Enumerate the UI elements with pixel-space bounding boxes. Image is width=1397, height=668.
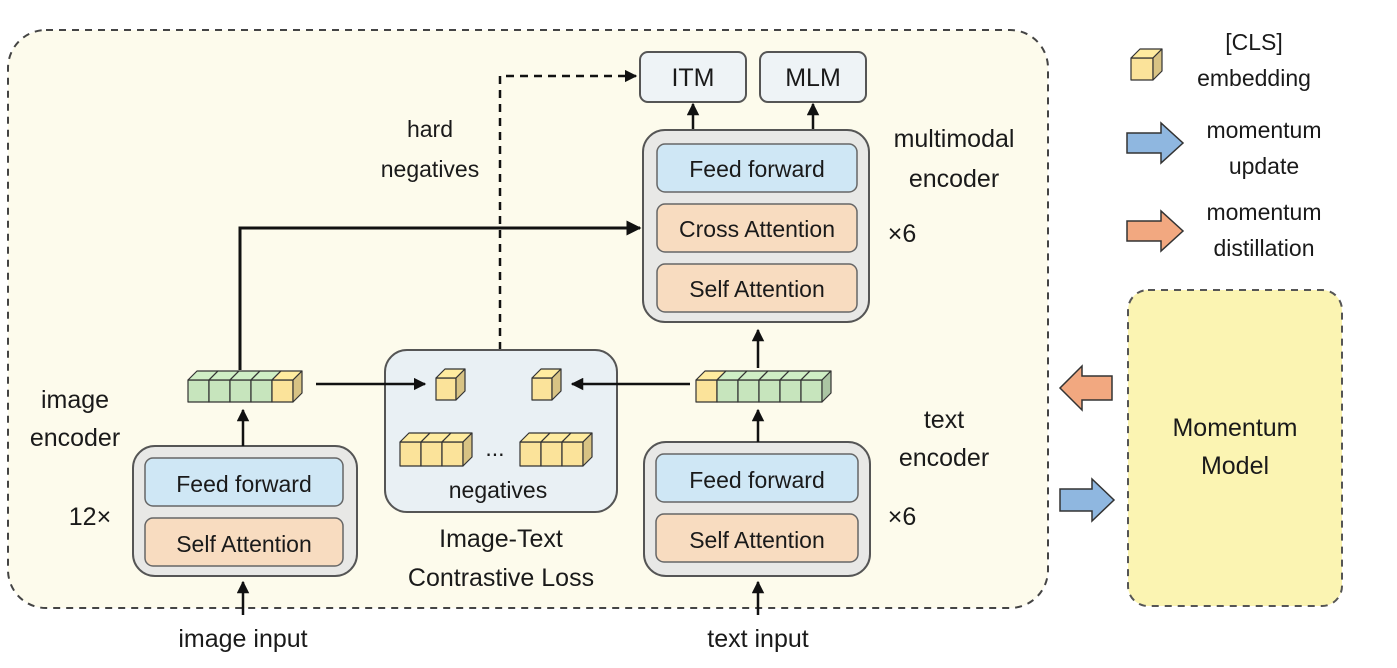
cube-front: [561, 441, 584, 467]
cube-front: [540, 441, 563, 467]
cube-front: [208, 379, 231, 403]
text-embedding-cubes: [695, 370, 832, 403]
negatives-label: negatives: [449, 477, 547, 503]
cube-front: [399, 441, 422, 467]
legend-momentum-update-line1: momentum: [1206, 117, 1321, 143]
momentum-model-line1: Momentum: [1172, 414, 1297, 442]
momentum-update-arrow: [1059, 477, 1116, 523]
contrastive-text-cls-cube: [531, 368, 562, 401]
cube-front: [229, 379, 252, 403]
image-encoder-label1: image: [41, 386, 109, 414]
text-self-attention-box: [655, 513, 859, 563]
cube-front: [420, 441, 443, 467]
itm-label: ITM: [671, 64, 714, 92]
text-encoder-label2: encoder: [899, 444, 989, 472]
multimodal-encoder-label2: encoder: [909, 165, 999, 193]
cube-front: [441, 441, 464, 467]
cube-side: [292, 370, 303, 403]
cube-front: [716, 379, 739, 403]
legend-momentum-update-arrow: [1126, 121, 1185, 165]
cube-front: [250, 379, 273, 403]
hard-negatives-line2: negatives: [381, 156, 479, 182]
legend-cls-cube-icon: [1130, 48, 1163, 81]
cube-front: [271, 379, 294, 403]
cube-front: [187, 379, 210, 403]
image-input-label: image input: [178, 625, 307, 653]
legend-cls-line1: [CLS]: [1225, 29, 1283, 55]
contrastive-ellipsis: ...: [485, 435, 504, 461]
momentum-model-box: [1127, 289, 1343, 607]
image-encoder-repeat: 12×: [69, 503, 111, 531]
momentum-model-line2: Model: [1201, 452, 1269, 480]
mlm-label: MLM: [785, 64, 841, 92]
mm-feed-forward-box: [656, 143, 858, 193]
text-encoder-repeat: ×6: [888, 503, 917, 531]
cube-side: [551, 368, 562, 401]
image-self-attention-box: [144, 517, 344, 567]
legend-cls-line2: embedding: [1197, 65, 1311, 91]
legend-momentum-distillation-line1: momentum: [1206, 199, 1321, 225]
mm-feed-forward-label: Feed forward: [689, 156, 825, 182]
legend-momentum-distillation-line2: distillation: [1214, 235, 1315, 261]
image-feed-forward-box: [144, 457, 344, 507]
cube-front: [435, 377, 457, 401]
contrastive-caption1: Image-Text: [439, 525, 563, 553]
contrastive-caption2: Contrastive Loss: [408, 564, 594, 592]
mm-cross-attention-box: [656, 203, 858, 253]
cube-front: [695, 379, 718, 403]
multimodal-encoder-repeat: ×6: [888, 220, 917, 248]
legend-momentum-distillation-arrow: [1126, 209, 1185, 253]
cube-front: [779, 379, 802, 403]
image-self-attention-label: Self Attention: [176, 531, 312, 557]
hard-negatives-line1: hard: [407, 116, 453, 142]
legend-momentum-update-line2: update: [1229, 153, 1299, 179]
text-self-attention-label: Self Attention: [689, 527, 825, 553]
image-to-cross-attention-arrow: [238, 220, 642, 370]
cube-front: [758, 379, 781, 403]
mm-self-attention-box: [656, 263, 858, 313]
itm-box: [639, 51, 747, 103]
multimodal-encoder-label1: multimodal: [894, 125, 1015, 153]
cube-front: [737, 379, 760, 403]
cube-side: [1152, 48, 1163, 81]
text-feed-forward-label: Feed forward: [689, 467, 825, 493]
image-feed-forward-label: Feed forward: [176, 471, 312, 497]
text-feed-forward-box: [655, 453, 859, 503]
text-input-label: text input: [707, 625, 809, 653]
mm-cross-attention-label: Cross Attention: [679, 216, 835, 242]
text-encoder-label1: text: [924, 406, 964, 434]
momentum-distillation-arrow: [1058, 364, 1113, 412]
cube-front: [531, 377, 553, 401]
negatives-cubes-left: [399, 432, 473, 467]
cube-side: [582, 432, 593, 467]
image-embedding-cubes: [187, 370, 303, 403]
cube-front: [800, 379, 823, 403]
cube-side: [455, 368, 466, 401]
image-encoder-label2: encoder: [30, 424, 120, 452]
negatives-cubes-right: [519, 432, 593, 467]
contrastive-image-cls-cube: [435, 368, 466, 401]
hard-negatives-arrow: [498, 69, 638, 350]
cube-front: [1130, 57, 1154, 81]
cube-side: [821, 370, 832, 403]
cube-side: [462, 432, 473, 467]
mlm-box: [759, 51, 867, 103]
mm-self-attention-label: Self Attention: [689, 276, 825, 302]
cube-front: [519, 441, 542, 467]
